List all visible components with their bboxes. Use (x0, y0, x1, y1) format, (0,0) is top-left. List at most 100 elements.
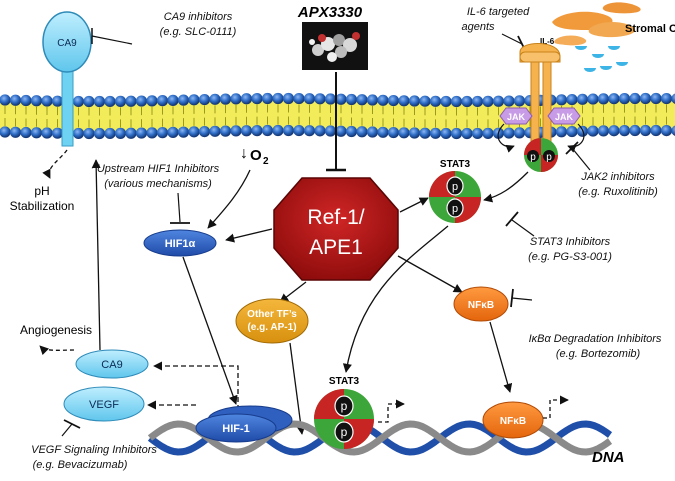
membrane-bead (303, 93, 316, 105)
membrane-bead (272, 92, 284, 105)
hif-inhibitor-line2: (various mechanisms) (104, 178, 212, 190)
jak-arrow-right (567, 123, 585, 153)
stat3-inhibitor-line2: (e.g. PG-S3-001) (528, 251, 612, 263)
membrane-bead (20, 126, 32, 139)
membrane-bead (0, 126, 11, 138)
receptor-p-right: p (546, 152, 552, 163)
ca9-inhibitor-line1: CA9 inhibitors (164, 11, 233, 23)
membrane-bead (188, 94, 200, 106)
membrane-bead (650, 92, 662, 105)
membrane-bead (639, 92, 652, 105)
membrane-bead (429, 127, 442, 139)
membrane-bead (72, 127, 85, 140)
membrane-bead (125, 95, 137, 107)
membrane-bead (272, 124, 284, 137)
ref1-to-hif-arrow (225, 228, 273, 243)
membrane-bead (597, 93, 610, 105)
other-tf-node: Other TF’s (e.g. AP-1) (235, 298, 309, 344)
stat3-to-dna-arrow (342, 225, 449, 373)
membrane-bead (660, 92, 673, 105)
membrane-bead (125, 127, 137, 139)
membrane-bead (282, 124, 295, 137)
membrane-bead (324, 93, 337, 105)
ph-label-line2: Stabilization (10, 199, 75, 213)
membrane-bead (503, 127, 515, 139)
membrane-bead (324, 125, 337, 137)
membrane-bead (114, 95, 127, 107)
stat3-dna-label: STAT3 (329, 376, 360, 387)
membrane-bead (93, 95, 106, 108)
o2-text: O (250, 147, 262, 164)
membrane-bead (356, 94, 368, 106)
membrane-bead (146, 127, 158, 139)
membrane-bead (671, 125, 675, 136)
stromal-cells (552, 2, 641, 46)
dna-label: DNA (592, 449, 625, 466)
stat3-top-p1: p (452, 181, 458, 193)
membrane-bead (650, 124, 662, 137)
receptor-p-left: p (530, 152, 536, 163)
il6-droplets (575, 46, 628, 72)
ph-arrow (42, 149, 68, 179)
jak-right-label: JAK (555, 112, 574, 122)
membrane-bead (156, 127, 169, 139)
vegf-inhibitor-line2: (e.g. Bevacizumab) (33, 459, 128, 471)
ikb-inhibitor-line (511, 297, 533, 301)
jak-arrow-left (497, 123, 515, 153)
vegf-inhibitor-line1: VEGF Signaling Inhibitors (31, 444, 157, 456)
stat3-inhibitor-bar (505, 211, 519, 227)
o2-to-hif-arrow (207, 169, 251, 229)
jak-right: JAK (547, 107, 581, 125)
vegf-to-angiogenesis-arrow (39, 345, 75, 356)
membrane-bead (83, 127, 95, 140)
membrane-bead (198, 125, 211, 138)
membrane-bead (366, 94, 379, 106)
ikb-inhibitor-line2: (e.g. Bortezomib) (556, 348, 641, 360)
membrane-bead (429, 95, 442, 107)
stat3-dna-p2: p (341, 425, 348, 439)
membrane-bead (0, 94, 11, 106)
vegf-inhibitor-bar (63, 419, 81, 429)
membrane-bead (230, 93, 242, 105)
stat3-top-label: STAT3 (440, 159, 471, 170)
membrane-bead (314, 93, 326, 105)
membrane-bead (135, 127, 148, 139)
membrane-bead (240, 93, 253, 105)
membrane-bead (597, 125, 610, 137)
membrane-bead (72, 95, 85, 108)
ca9-membrane-protein: CA9 (42, 11, 92, 147)
membrane-bead (387, 126, 400, 139)
membrane-bead (230, 125, 242, 137)
membrane-bead (261, 92, 274, 105)
membrane-bead (167, 126, 179, 138)
ref1-ape1-node: Ref-1/ APE1 (273, 177, 399, 281)
membrane-bead (555, 126, 568, 138)
ca9-to-membrane-arrow (91, 159, 101, 351)
jak2-inhibitor-line (571, 147, 591, 171)
membrane-bead (366, 126, 379, 138)
othertf-to-dna-arrow (289, 342, 306, 435)
membrane-bead (408, 127, 421, 139)
hif1-label: HIF-1 (222, 423, 250, 435)
il6-inhibitor-line2: agents (461, 21, 495, 33)
o2-label: ↓ O 2 (240, 145, 269, 167)
receptor-stat3-complex: p p (524, 138, 558, 172)
apx3330-molecule-image (302, 22, 368, 70)
vegf-label: VEGF (89, 399, 119, 411)
ca9-inhibitor-line (91, 35, 133, 45)
membrane-bead (104, 127, 116, 140)
membrane-bead (9, 94, 22, 106)
membrane-bead (471, 95, 484, 108)
membrane-bead (671, 93, 675, 104)
membrane-bead (587, 125, 599, 137)
il6-inhibitor-line1: IL-6 targeted (467, 6, 530, 18)
membrane-bead (419, 95, 431, 107)
hif-inhibitor-line1: Upstream HIF1 Inhibitors (97, 163, 220, 175)
stat3-dna-p1: p (341, 399, 348, 413)
hif1a-to-hif1-arrow (182, 256, 238, 405)
membrane-bead (398, 127, 410, 139)
membrane-bead (177, 94, 190, 106)
ikb-inhibitor-line1: IκBα Degradation Inhibitors (529, 333, 662, 345)
membrane-bead (251, 93, 263, 105)
